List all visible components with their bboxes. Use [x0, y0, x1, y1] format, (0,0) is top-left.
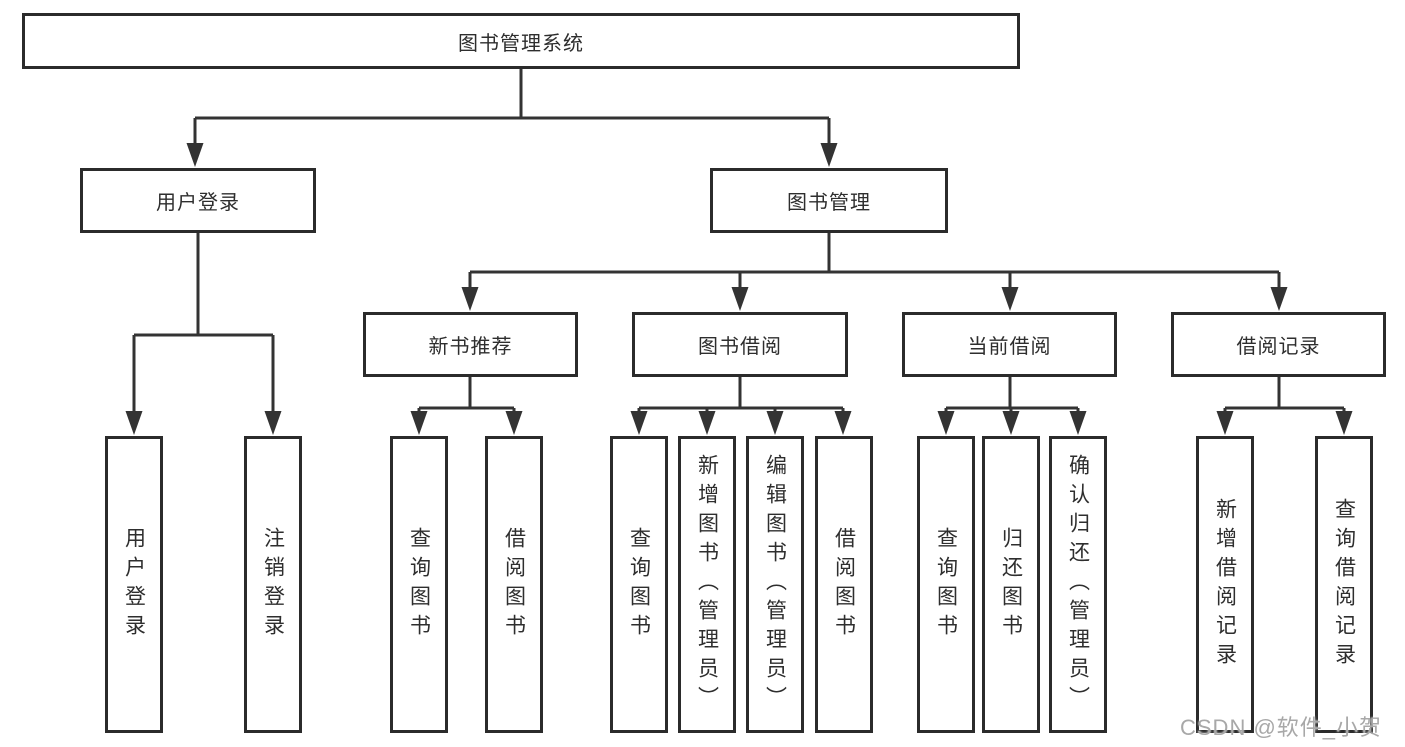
leaf-records-query: 查询借阅记录: [1315, 436, 1373, 733]
leaf-borrow-edit-admin-label: 编辑图书（管理员）: [763, 454, 787, 715]
node-current-borrow: 当前借阅: [902, 312, 1117, 377]
node-borrow-records-label: 借阅记录: [1236, 336, 1321, 358]
arrowheads: [125, 143, 1353, 435]
node-book-management-label: 图书管理: [787, 192, 871, 214]
leaf-records-add: 新增借阅记录: [1196, 436, 1254, 733]
node-book-borrow: 图书借阅: [632, 312, 848, 377]
leaf-logout: 注销登录: [244, 436, 302, 733]
node-new-book-recommend-label: 新书推荐: [428, 336, 513, 358]
node-borrow-records: 借阅记录: [1171, 312, 1386, 377]
leaf-current-return-label: 归还图书: [999, 526, 1023, 643]
leaf-current-query-label: 查询图书: [934, 526, 958, 643]
leaf-borrow-query-label: 查询图书: [627, 526, 651, 643]
leaf-newbooks-borrow: 借阅图书: [485, 436, 543, 733]
leaf-borrow-book: 借阅图书: [815, 436, 873, 733]
node-root-label: 图书管理系统: [458, 32, 584, 55]
node-book-borrow-label: 图书借阅: [698, 336, 782, 358]
leaf-current-confirm-admin: 确认归还（管理员）: [1049, 436, 1107, 733]
leaf-newbooks-borrow-label: 借阅图书: [502, 526, 526, 643]
node-new-book-recommend: 新书推荐: [363, 312, 578, 377]
leaf-logout-label: 注销登录: [261, 526, 285, 643]
leaf-borrow-query: 查询图书: [610, 436, 668, 733]
node-user-login-label: 用户登录: [156, 192, 240, 214]
leaf-records-query-label: 查询借阅记录: [1332, 497, 1356, 672]
node-root: 图书管理系统: [22, 13, 1020, 69]
connector-paths: [132, 69, 1346, 424]
leaf-current-return: 归还图书: [982, 436, 1040, 733]
leaf-current-query: 查询图书: [917, 436, 975, 733]
leaf-borrow-add-admin-label: 新增图书（管理员）: [695, 454, 719, 715]
leaf-newbooks-query-label: 查询图书: [407, 526, 431, 643]
leaf-borrow-edit-admin: 编辑图书（管理员）: [746, 436, 804, 733]
leaf-user-login: 用户登录: [105, 436, 163, 733]
node-user-login: 用户登录: [80, 168, 316, 233]
watermark: CSDN @软件_小贺同学: [1180, 715, 1383, 740]
node-current-borrow-label: 当前借阅: [967, 336, 1052, 358]
leaf-user-login-label: 用户登录: [122, 526, 146, 643]
node-book-management: 图书管理: [710, 168, 948, 233]
leaf-newbooks-query: 查询图书: [390, 436, 448, 733]
leaf-current-confirm-admin-label: 确认归还（管理员）: [1066, 454, 1090, 715]
leaf-borrow-add-admin: 新增图书（管理员）: [678, 436, 736, 733]
leaf-records-add-label: 新增借阅记录: [1213, 497, 1237, 672]
leaf-borrow-book-label: 借阅图书: [832, 526, 856, 643]
